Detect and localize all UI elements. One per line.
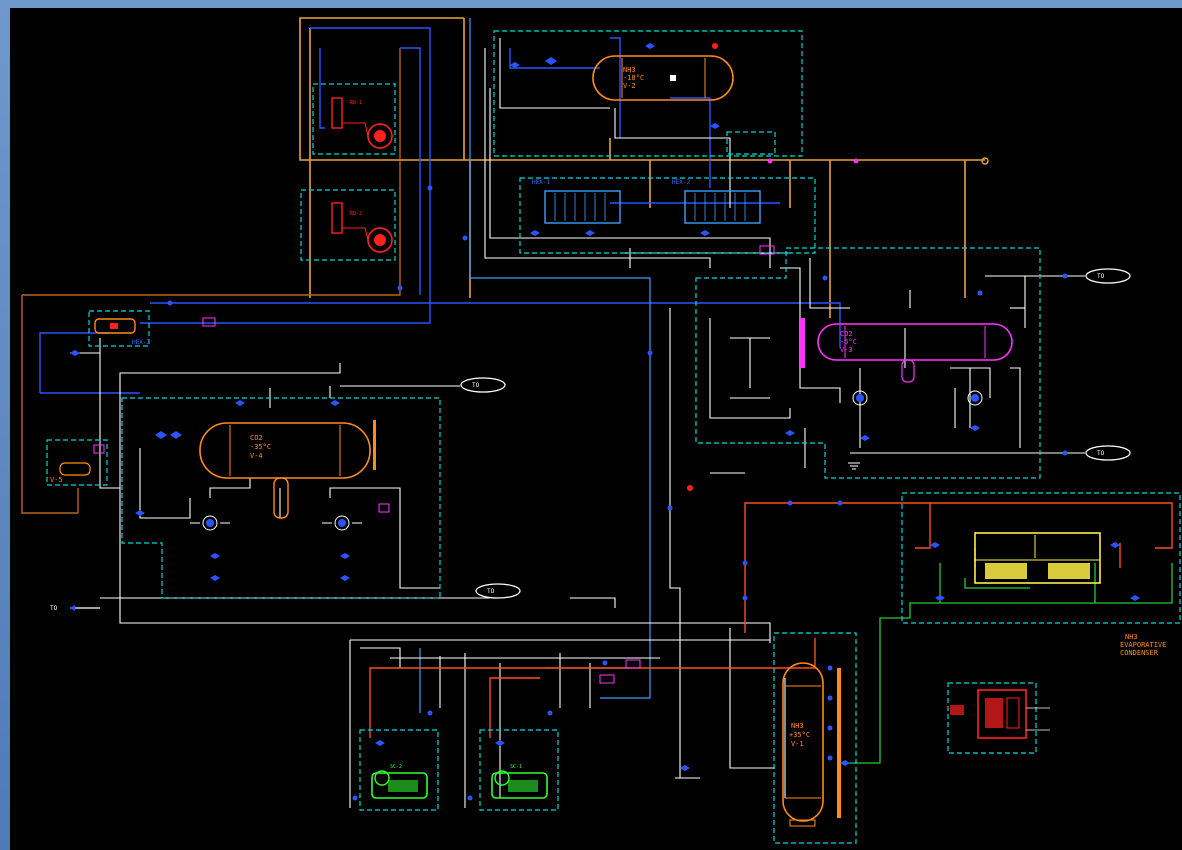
green-condensate-lines (845, 563, 1173, 764)
pump-bodies (206, 394, 979, 527)
v1-temp: +35°C (789, 731, 810, 739)
brown-drain-line (21, 48, 401, 514)
vessel-v5[interactable]: V-5 (50, 462, 91, 484)
offpage-connector-4[interactable]: TO (1085, 445, 1131, 461)
hot-gas-header (299, 17, 985, 318)
hex3-tag: HEX-3 (132, 339, 150, 346)
hex2-tag: HEX-2 (672, 179, 690, 186)
white-process-lines (70, 38, 1085, 808)
vessel-v2[interactable]: NH3 -18°C V-2 (592, 55, 734, 101)
evap-cond-title-2: EVAPORATIVE (1120, 641, 1166, 649)
v3-tag: V-3 (840, 346, 853, 354)
v1-fluid: NH3 (791, 722, 804, 730)
v2-fluid: NH3 (623, 66, 636, 74)
svg-text:TO: TO (1097, 273, 1105, 280)
v3-temp: -5°C (840, 338, 857, 346)
rd2-tag: RD-2 (350, 211, 362, 217)
heat-exchanger-hex1[interactable]: HEX-1 (532, 179, 621, 224)
hot-gas-node (853, 158, 859, 164)
heat-exchanger-hex3[interactable]: HEX-3 (94, 318, 150, 346)
hot-gas-end-cap (981, 157, 989, 165)
line-nodes (167, 185, 1068, 801)
svg-text:TO: TO (487, 588, 495, 595)
svg-text:TO: TO (1097, 450, 1105, 457)
instrument-tags (93, 245, 775, 684)
v4-tag: V-4 (250, 452, 263, 460)
v5-tag: V-5 (50, 476, 63, 484)
v4-temp: -35°C (250, 443, 271, 451)
hot-gas-node (767, 158, 773, 164)
blue-lines (39, 27, 841, 394)
v2-temp: -18°C (623, 74, 644, 82)
rd1-tag: RD-1 (350, 100, 362, 106)
v3-fluid: CO2 (840, 330, 853, 338)
ground-symbol (848, 462, 860, 470)
instrument-red (712, 43, 718, 49)
pump-group-left[interactable] (190, 515, 362, 531)
pump-group-right[interactable] (852, 390, 983, 406)
red-discharge-lines (369, 502, 1173, 738)
compressor-sc2[interactable]: SC-2 (371, 764, 428, 799)
heat-exchanger-hex2[interactable]: HEX-2 (672, 179, 761, 224)
offpage-connector-5[interactable]: TO (50, 605, 100, 612)
vessel-v4[interactable]: CO2 -35°C V-4 (199, 420, 376, 519)
pid-diagram: NH3 -18°C V-2 CO2 -5°C V-3 CO2 -35°C V-4 (21, 17, 1181, 844)
equipment-boundaries (46, 30, 1181, 844)
v2-tag: V-2 (623, 82, 636, 90)
offpage-connector-3[interactable]: TO (1085, 268, 1131, 284)
instrument-red (687, 485, 693, 491)
sc1-tag: SC-1 (510, 764, 522, 770)
compressor-sc1[interactable]: SC-1 (491, 764, 548, 799)
v4-fluid: CO2 (250, 434, 263, 442)
rd1-unit[interactable]: RD-1 (331, 97, 393, 149)
valves (70, 43, 1140, 771)
vessel-v1[interactable]: NH3 +35°C V-1 (782, 662, 841, 827)
hex1-tag: HEX-1 (532, 179, 550, 186)
diagram-canvas: NH3 -18°C V-2 CO2 -5°C V-3 CO2 -35°C V-4 (10, 8, 1182, 850)
offpage-connector-1[interactable]: TO (460, 377, 506, 393)
svg-text:TO: TO (472, 382, 480, 389)
rd2-unit[interactable]: RD-2 (331, 202, 393, 253)
vessel-v3[interactable]: CO2 -5°C V-3 (800, 318, 1013, 383)
svg-text:TO: TO (50, 605, 58, 612)
control-panel[interactable] (950, 689, 1050, 739)
evap-cond-title-1: NH3 (1125, 633, 1138, 641)
evaporative-condenser[interactable] (974, 532, 1101, 584)
evap-cond-title-3: CONDENSER (1120, 649, 1159, 657)
v1-tag: V-1 (791, 740, 804, 748)
sc2-tag: SC-2 (390, 764, 402, 770)
offpage-connector-2[interactable]: TO (475, 583, 521, 599)
